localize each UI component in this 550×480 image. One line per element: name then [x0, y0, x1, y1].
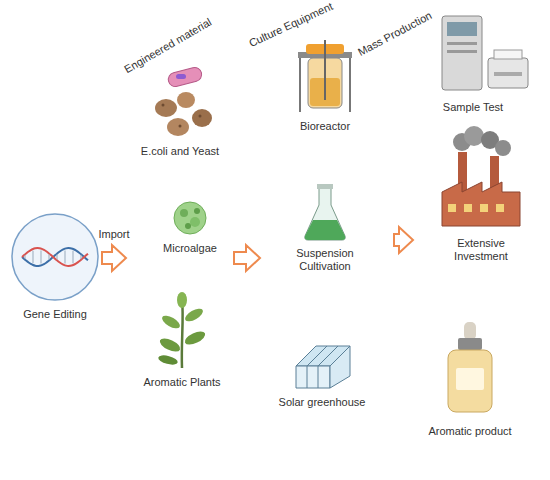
bottle-icon [448, 322, 492, 412]
dna-icon [10, 212, 100, 302]
dna-rung [65, 250, 66, 263]
item-node: Bioreactor [299, 120, 352, 133]
band-shape [128, 75, 232, 470]
item-node: Aromatic Plants [142, 376, 222, 389]
dna-rung [41, 250, 42, 263]
gene-circle: Gene Editing [10, 212, 100, 302]
dna-rung [57, 254, 58, 259]
hollow-arrow [102, 245, 126, 271]
item-label: E.coli and Yeast [140, 145, 221, 158]
circle-outline [12, 214, 98, 300]
dna-strand [22, 248, 88, 266]
item-node: Sample Test [442, 101, 505, 114]
item-label: Microalgae [162, 242, 218, 255]
dna-rung [49, 254, 50, 260]
dna-rung [33, 251, 34, 264]
item-node: Extensive Investment [441, 237, 521, 263]
band-fill [269, 46, 390, 439]
edge-label: Import [98, 228, 129, 241]
dna-rung [25, 255, 26, 259]
item-label: Solar greenhouse [278, 396, 367, 409]
band-fill [133, 76, 230, 466]
dna-rung [81, 255, 82, 259]
item-label: Aromatic Plants [142, 376, 222, 389]
hollow-arrow [234, 245, 260, 271]
band-shape [262, 45, 392, 442]
stage-heading: Engineered material [122, 16, 214, 77]
item-node: Suspension Cultivation [285, 247, 365, 273]
stage-heading: Culture Equipment [247, 0, 335, 50]
microalgae-icon [174, 202, 206, 234]
node-label: Gene Editing [23, 308, 87, 321]
item-node: Solar greenhouse [278, 396, 367, 409]
flask-icon [305, 184, 345, 240]
hollow-arrow [394, 227, 413, 253]
item-label: Sample Test [442, 101, 505, 114]
factory-icon [442, 126, 520, 226]
stage-heading: Mass Production [356, 9, 435, 59]
item-label: Aromatic product [427, 425, 513, 438]
bioreactor-icon [298, 40, 352, 112]
item-label: Suspension Cultivation [285, 247, 365, 273]
stage-band: Culture EquipmentBioreactorSuspension Cu… [262, 45, 392, 442]
item-node: Microalgae [162, 242, 218, 255]
stage-band: Engineered materialE.coli and YeastMicro… [128, 75, 232, 470]
item-label: Extensive Investment [441, 237, 521, 263]
item-node: E.coli and Yeast [140, 145, 221, 158]
item-node: Aromatic product [427, 425, 513, 438]
ecoli-yeast-icon [155, 66, 212, 136]
item-label: Bioreactor [299, 120, 352, 133]
test-machine-icon [442, 16, 528, 90]
dna-strand [22, 248, 88, 266]
band-fill [420, 12, 545, 469]
greenhouse-icon [296, 346, 350, 388]
dna-rung [73, 251, 74, 264]
plant-icon [157, 292, 207, 368]
stage-band: Mass ProductionSample TestExtensive Inve… [415, 10, 546, 472]
